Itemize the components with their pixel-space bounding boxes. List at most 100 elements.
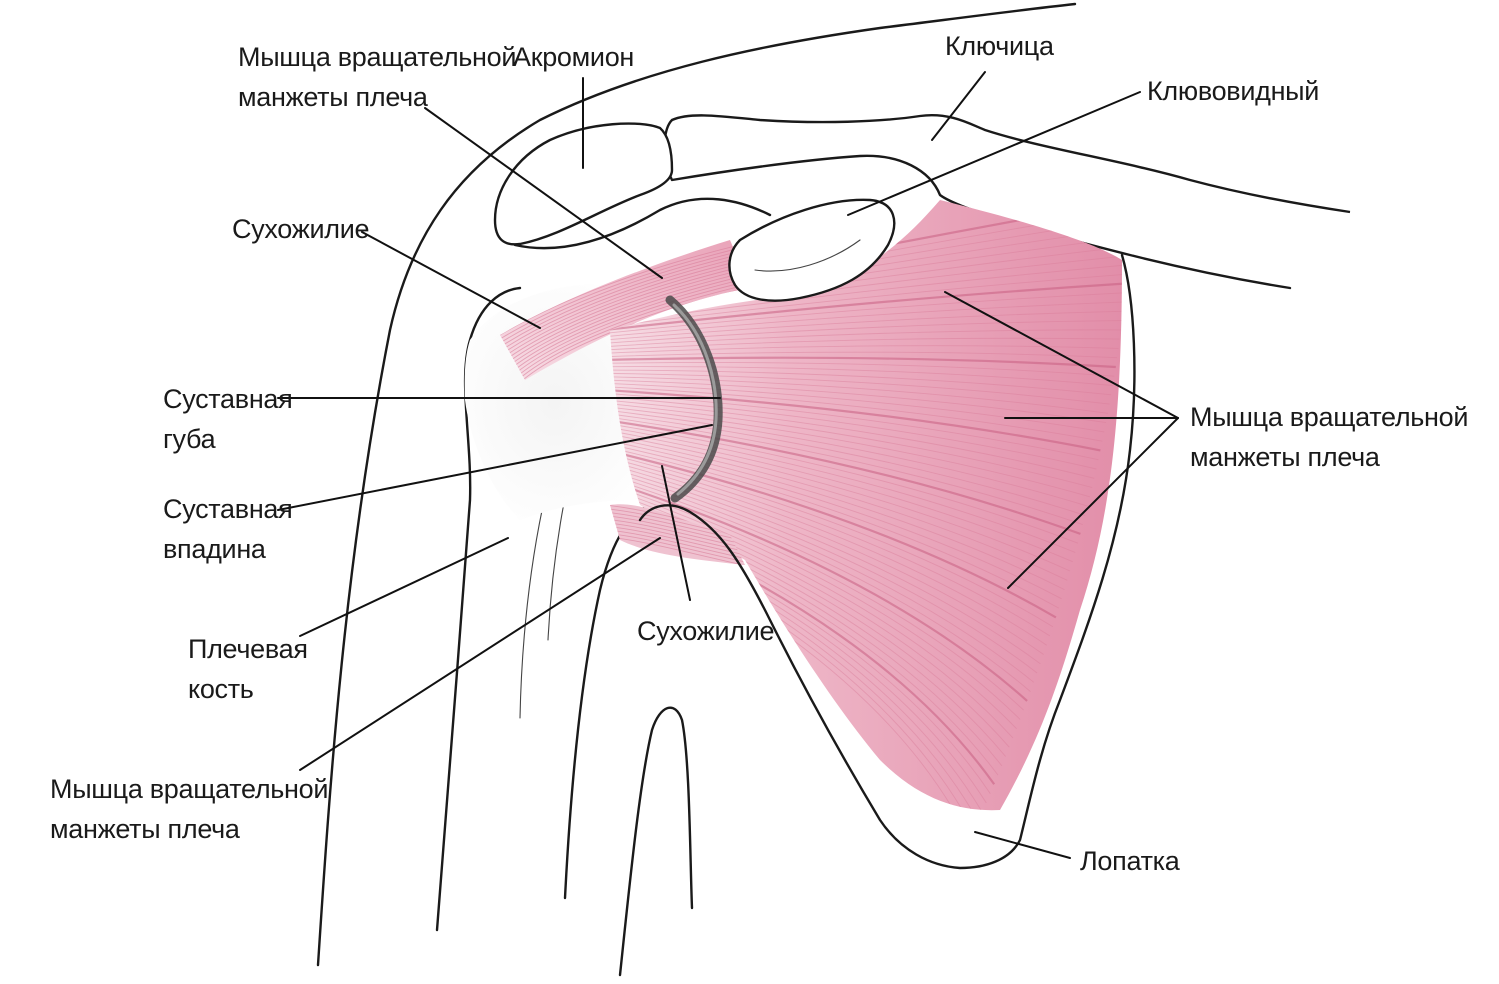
- tendon-fiber: [610, 529, 745, 560]
- upper-tendon-fibers: [500, 240, 750, 380]
- muscle-fiber: [610, 301, 1122, 338]
- muscle-fiber: [610, 386, 1103, 442]
- muscle-fiber: [610, 376, 1108, 414]
- muscle-fiber: [610, 459, 1047, 646]
- clavicle-lower-edge: [663, 118, 1292, 290]
- muscle-fiber: [610, 320, 1122, 344]
- muscle-fiber: [610, 456, 1051, 637]
- label-tendon-lower: Сухожилие: [637, 616, 774, 646]
- muscle-fiber: [610, 486, 1021, 720]
- label-tendon-upper: Сухожилие: [232, 214, 369, 244]
- tendon-fiber: [513, 274, 750, 371]
- label-scapula: Лопатка: [1080, 846, 1181, 876]
- muscle-fiber: [610, 362, 1115, 377]
- muscle-fiber: [610, 396, 1097, 470]
- muscle-fiber: [610, 432, 1071, 572]
- muscle-fiber: [610, 409, 1088, 507]
- leader-tendon-lower: [661, 465, 691, 601]
- muscle-fiber: [610, 452, 1054, 628]
- label-clavicle: Ключица: [945, 31, 1055, 61]
- label-coracoid: Клювовидный: [1147, 76, 1319, 106]
- tendon-fiber: [610, 511, 745, 543]
- muscle-fiber: [610, 351, 1118, 359]
- muscle-fiber: [610, 448, 1057, 619]
- tendon-fiber: [509, 265, 750, 361]
- rotator-cuff-muscle: [610, 200, 1122, 811]
- tendon-fiber: [610, 515, 745, 546]
- muscle-fiber: [610, 273, 1122, 328]
- muscle-fiber: [610, 442, 1062, 600]
- label-rotator-cuff-bottom: Мышца вращательной манжеты плеча: [50, 774, 335, 844]
- muscle-fiber: [610, 329, 1121, 348]
- tendon-fiber: [506, 255, 750, 352]
- tendon-fiber: [610, 536, 745, 565]
- acromion-undersurface: [513, 197, 772, 250]
- leader-rotator-cuff-right-1: [944, 291, 1179, 419]
- rotator-cuff-muscle-body: [610, 200, 1122, 811]
- scapula-outline: [638, 253, 1136, 870]
- muscle-fiber: [610, 356, 1116, 369]
- muscle-fiber: [610, 422, 1079, 544]
- acromion-bone: [493, 122, 674, 246]
- muscle-fiber: [610, 436, 1068, 581]
- muscle-fiber: [610, 416, 1083, 526]
- muscle-fiber: [610, 402, 1093, 488]
- leader-rotator-cuff-bottom: [299, 537, 661, 771]
- muscle-fiber: [610, 382, 1105, 433]
- humerus-lateral-outline: [435, 286, 522, 932]
- muscle-fiber: [610, 446, 1060, 609]
- muscle-fiber: [610, 478, 1028, 702]
- tendon-fiber: [516, 281, 750, 377]
- leader-humerus: [299, 537, 509, 637]
- label-acromion: Акромион: [513, 42, 634, 72]
- label-glenoid: Суставная впадина: [163, 494, 300, 564]
- tendon-fiber: [610, 532, 745, 564]
- tendon-fiber: [512, 271, 750, 368]
- muscle-fiber: [610, 345, 1119, 354]
- upper-tendon: [500, 240, 750, 380]
- muscle-fiber: [610, 292, 1122, 334]
- muscle-fiber: [610, 412, 1086, 516]
- leader-scapula: [974, 831, 1071, 859]
- muscle-fiber: [610, 466, 1041, 665]
- tendon-fiber: [508, 261, 750, 358]
- label-rotator-cuff-right: Мышца вращательной манжеты плеча: [1190, 402, 1475, 472]
- muscle-fiber: [610, 439, 1065, 591]
- labels: Мышца вращательной манжеты плеча Акромио…: [50, 31, 1475, 876]
- muscle-fiber: [610, 426, 1076, 553]
- muscle-fiber: [610, 379, 1107, 424]
- tendon-fiber: [504, 252, 750, 349]
- leader-tendon-upper: [361, 231, 541, 329]
- muscle-fiber: [610, 366, 1113, 386]
- muscle-fiber: [610, 462, 1044, 655]
- lower-tendon-band: [610, 504, 745, 565]
- tendon-fiber: [501, 242, 750, 339]
- label-humerus: Плечевая кость: [188, 634, 315, 704]
- muscle-fiber: [610, 310, 1122, 341]
- leader-lines: [277, 71, 1179, 859]
- leader-clavicle: [931, 71, 986, 141]
- tendon-fiber: [503, 249, 750, 345]
- axilla-outline: [618, 706, 694, 977]
- coracoid-inner-line: [754, 239, 861, 272]
- lower-tendon-fibers: [610, 504, 745, 565]
- rotator-cuff-muscle-fibers: [610, 200, 1122, 811]
- tendon-fiber: [610, 522, 745, 553]
- tendon-fiber: [511, 268, 750, 365]
- glenoid-labrum-highlight: [672, 303, 718, 496]
- leader-coracoid: [847, 91, 1141, 216]
- muscle-fiber: [610, 399, 1095, 479]
- tendon-fiber: [515, 277, 750, 374]
- leader-rotator-cuff-right-3: [1007, 417, 1179, 589]
- muscle-fiber: [610, 429, 1073, 563]
- muscle-fiber: [610, 392, 1099, 461]
- coracoid-process: [728, 198, 896, 302]
- tendon-fiber: [500, 240, 750, 336]
- shoulder-skin-outline: [316, 2, 1077, 967]
- muscle-fiber: [610, 482, 1024, 711]
- lower-tendon: [610, 504, 745, 565]
- leader-rotator-cuff-top: [424, 107, 663, 279]
- label-rotator-cuff-top: Мышца вращательной манжеты плеча: [238, 42, 523, 112]
